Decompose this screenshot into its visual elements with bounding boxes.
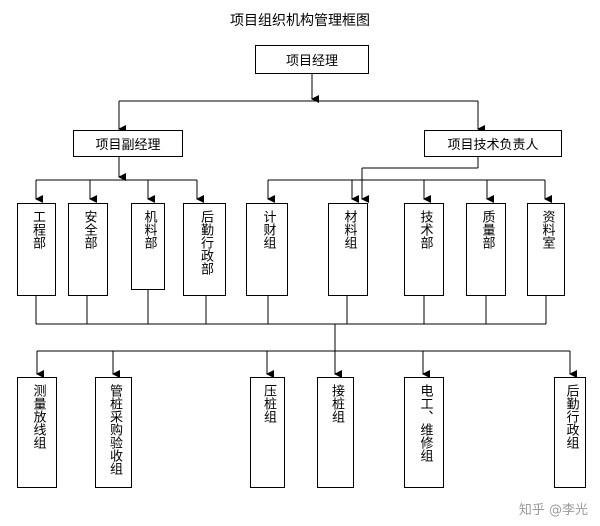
node-label: 后勤行政部 bbox=[197, 210, 213, 275]
node-deputy-manager: 项目副经理 bbox=[73, 130, 183, 157]
node-project-manager: 项目经理 bbox=[255, 45, 369, 74]
chart-title: 项目组织机构管理框图 bbox=[230, 13, 370, 29]
node-label: 项目经理 bbox=[285, 54, 338, 69]
dept-documents-room: 资料室 bbox=[527, 203, 565, 296]
dept-finance-group: 计财组 bbox=[246, 203, 288, 296]
team-electrical-maintenance: 电工、维修组 bbox=[404, 377, 444, 488]
team-pile-procurement: 管桩采购验收组 bbox=[95, 377, 132, 488]
team-logistics-admin: 后勤行政组 bbox=[554, 377, 586, 488]
node-label: 计财组 bbox=[260, 210, 276, 249]
team-pile-pressing: 压桩组 bbox=[250, 377, 285, 488]
node-label: 资料室 bbox=[539, 210, 555, 249]
dept-materials-group: 材料组 bbox=[328, 203, 368, 296]
node-technical-lead: 项目技术负责人 bbox=[424, 130, 562, 157]
dept-safety: 安全部 bbox=[68, 203, 108, 296]
node-label: 工程部 bbox=[29, 210, 45, 249]
team-survey: 测量放线组 bbox=[17, 377, 57, 488]
node-label: 电工、维修组 bbox=[417, 384, 433, 462]
node-label: 后勤行政组 bbox=[563, 384, 579, 449]
node-label: 安全部 bbox=[81, 210, 97, 249]
node-label: 接桩组 bbox=[328, 384, 344, 423]
node-label: 材料组 bbox=[341, 210, 357, 249]
node-label: 项目技术负责人 bbox=[447, 138, 539, 153]
node-label: 质量部 bbox=[479, 210, 495, 249]
watermark: 知乎 @李光 bbox=[518, 503, 588, 518]
node-label: 项目副经理 bbox=[95, 138, 161, 153]
node-label: 管桩采购验收组 bbox=[106, 384, 122, 475]
dept-logistics: 后勤行政部 bbox=[183, 203, 226, 296]
node-label: 机料部 bbox=[141, 210, 157, 249]
dept-quality: 质量部 bbox=[466, 203, 506, 296]
dept-technical: 技术部 bbox=[404, 203, 444, 296]
team-pile-splicing: 接桩组 bbox=[317, 377, 354, 488]
dept-engineering: 工程部 bbox=[17, 203, 56, 296]
node-label: 测量放线组 bbox=[30, 384, 46, 449]
node-label: 压桩组 bbox=[260, 384, 276, 423]
dept-machinery: 机料部 bbox=[131, 203, 165, 290]
node-label: 技术部 bbox=[417, 210, 433, 249]
